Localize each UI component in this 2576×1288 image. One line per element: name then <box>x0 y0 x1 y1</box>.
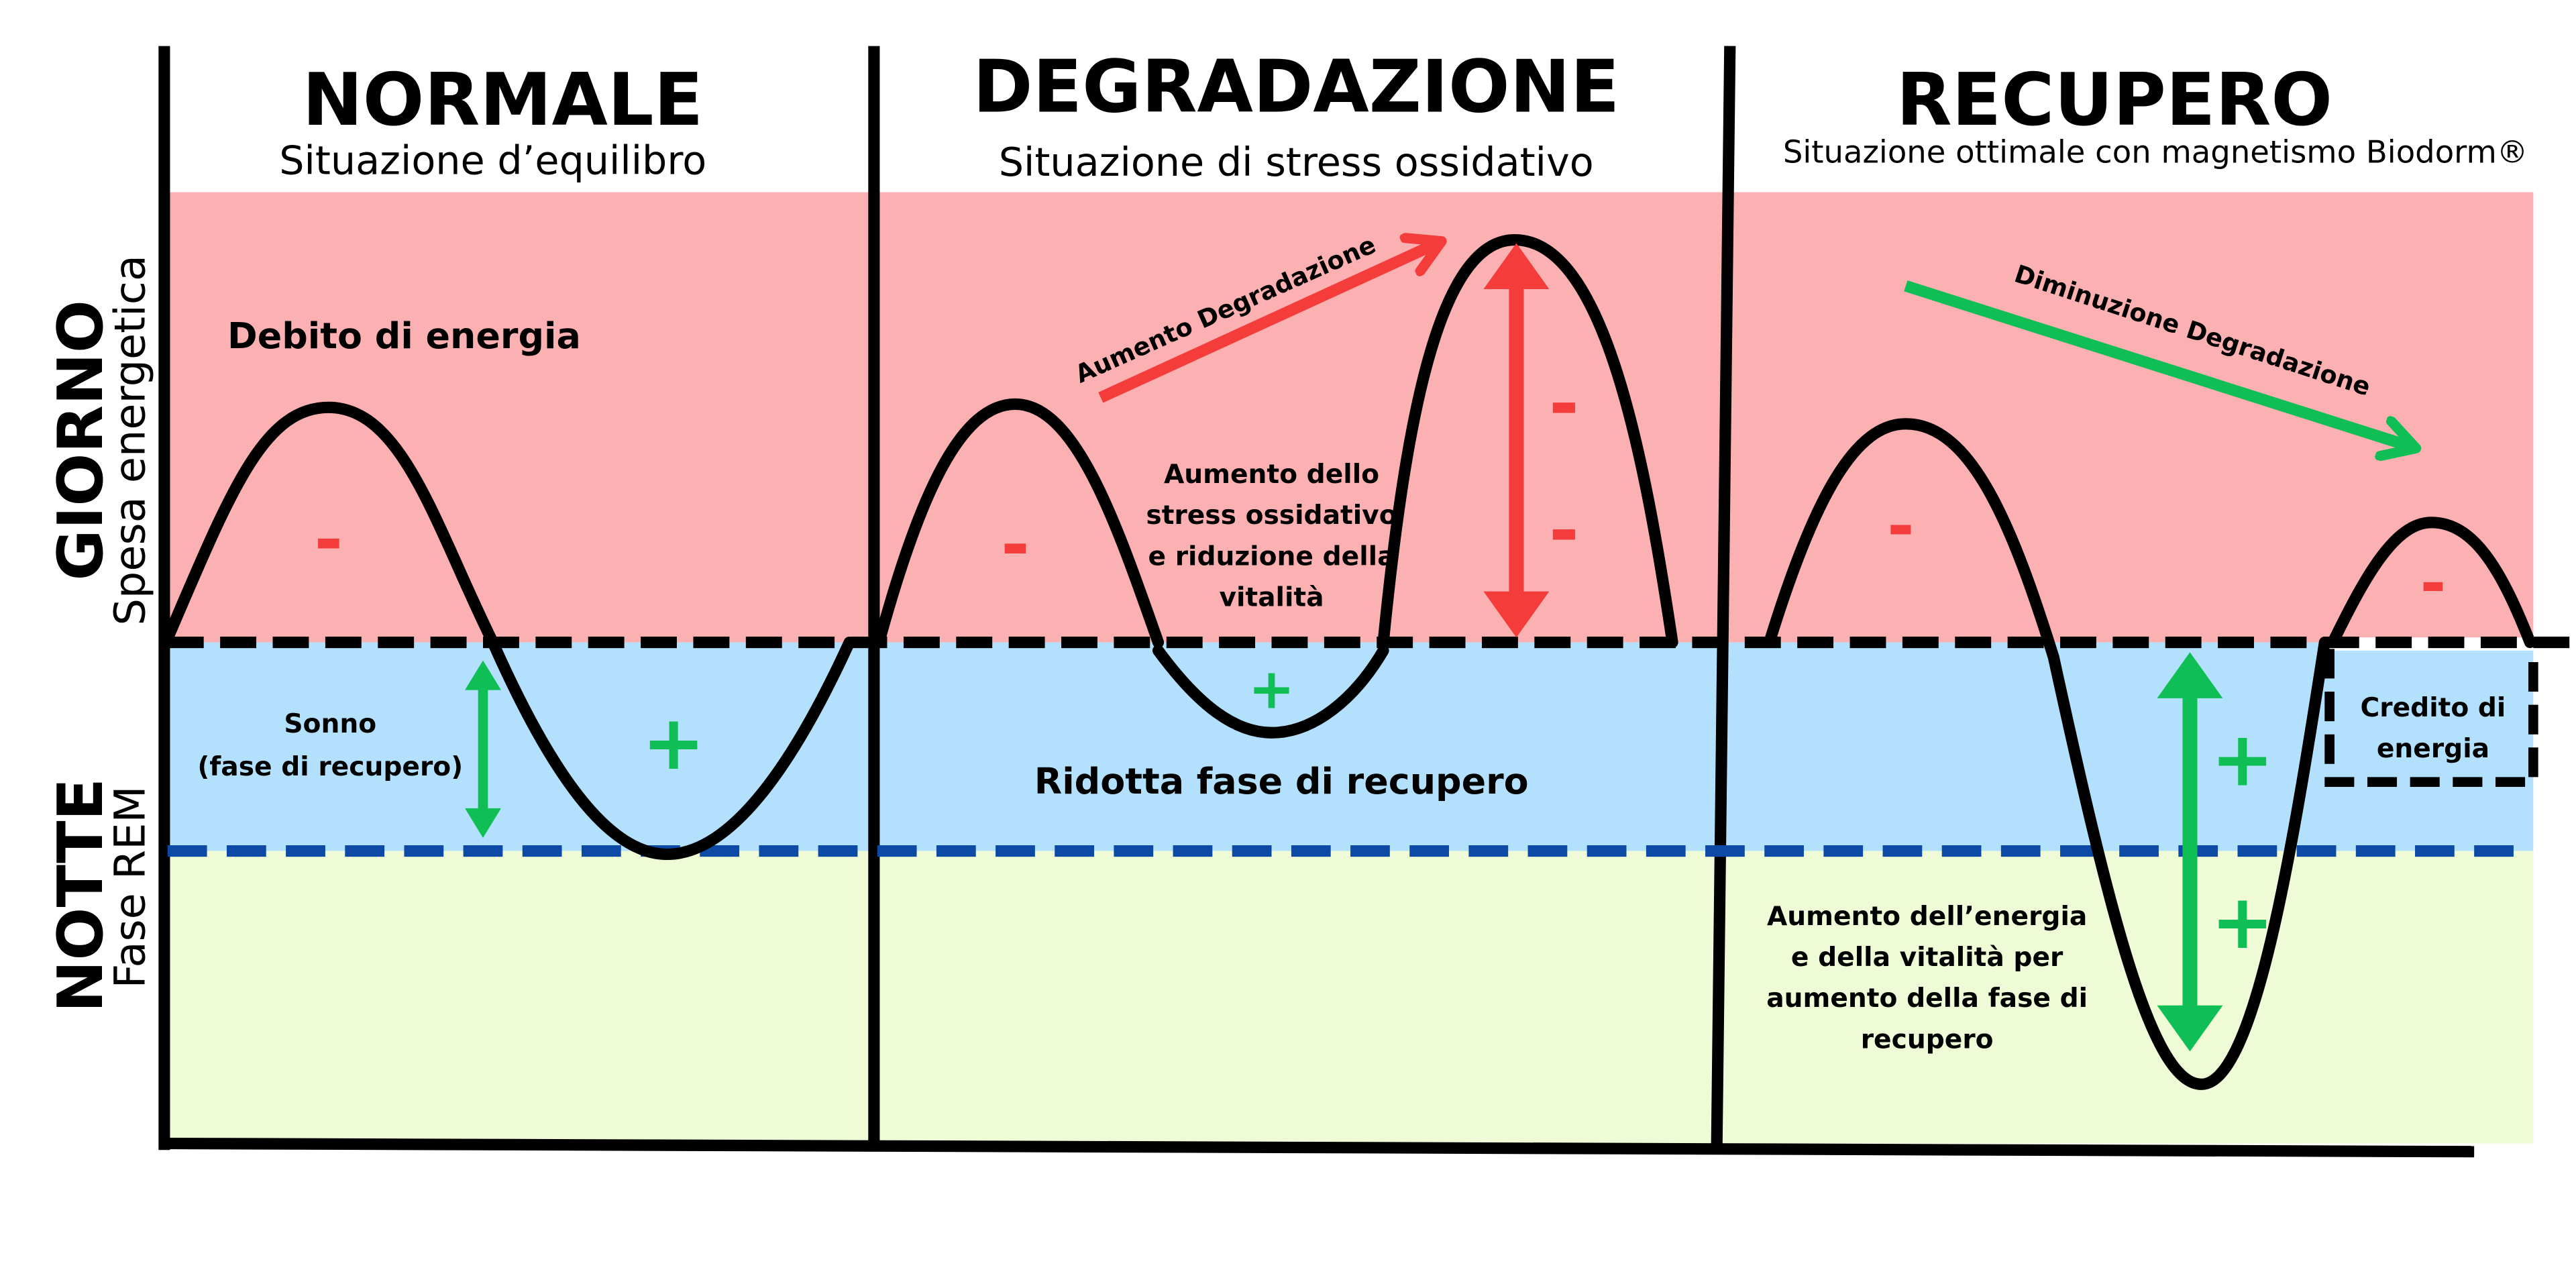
side-label-night-sub: Fase REM <box>106 786 156 989</box>
minus-sign: - <box>314 500 343 580</box>
wave-degradazione-1 <box>873 398 1165 649</box>
night-band <box>164 642 2534 851</box>
credit-text-line-1: Credito di <box>2361 693 2506 723</box>
panel-title-recupero: RECUPERO <box>1896 58 2332 142</box>
stress-text-line-3: e riduzione della <box>1148 541 1395 572</box>
wave-degradazione-dip <box>1152 645 1389 739</box>
arrow-diminuzione-degradazione <box>1904 280 2412 447</box>
wave-normale <box>160 401 855 861</box>
panel-subtitle-normale: Situazione d’equilibro <box>279 138 706 184</box>
panel-title-normale: NORMALE <box>303 58 704 142</box>
energy-text-line-4: recupero <box>1861 1024 1994 1055</box>
green-arrowhead-recovery-bottom <box>2157 1005 2223 1052</box>
arrow-aumento-degradazione <box>1098 243 1438 403</box>
minus-sign: - <box>1001 505 1030 585</box>
minus-sign: - <box>2420 547 2447 619</box>
plus-sign: + <box>2211 715 2274 804</box>
wave-degradazione-2 <box>1377 233 1678 649</box>
energy-text-line-2: e della vitalità per <box>1791 943 2063 973</box>
red-arrowhead-top <box>1483 243 1550 290</box>
debito-energia-label: Debito di energia <box>227 315 581 357</box>
credit-box <box>2324 649 2538 788</box>
sleep-label-line-1: Sonno <box>284 709 376 739</box>
energy-text-line-3: aumento della fase di <box>1766 983 2088 1014</box>
stress-text-line-4: vitalità <box>1219 583 1324 613</box>
green-arrowhead-sleep-bottom <box>465 808 501 838</box>
plus-sign: + <box>642 698 705 787</box>
sleep-label-line-2: (fase di recupero) <box>197 752 463 782</box>
minus-sign: - <box>1549 362 1579 446</box>
side-label-night: NOTTE <box>44 778 117 1013</box>
panel-subtitle-degradazione: Situazione di stress ossidativo <box>999 139 1594 185</box>
wave-recupero-1 <box>1763 418 2330 1090</box>
plus-sign: + <box>2211 877 2274 966</box>
panel-title-degradazione: DEGRADAZIONE <box>973 46 1619 129</box>
credit-text-line-2: energia <box>2377 734 2489 764</box>
minus-sign: - <box>1887 488 1915 565</box>
red-arrowhead-bottom <box>1483 591 1550 638</box>
ridotta-fase-label: Ridotta fase di recupero <box>1034 760 1529 802</box>
wave-recupero-2 <box>2326 517 2536 649</box>
green-arrowhead-sleep-top <box>465 660 501 690</box>
side-label-day-sub: Spesa energetica <box>106 255 156 625</box>
stress-text-line-1: Aumento dello <box>1164 460 1379 490</box>
rem-band <box>164 851 2534 1144</box>
day-band <box>164 192 2534 643</box>
bottom-axis <box>159 1137 2475 1158</box>
side-label-day: GIORNO <box>44 300 117 581</box>
plus-sign: + <box>1248 657 1295 722</box>
stress-text-line-2: stress ossidativo <box>1146 500 1397 531</box>
minus-sign: - <box>1549 489 1579 573</box>
divider-2 <box>1711 46 1736 1146</box>
energy-text-line-1: Aumento dell’energia <box>1767 902 2087 932</box>
green-arrowhead-recovery-top <box>2157 652 2223 698</box>
panel-subtitle-recupero: Situazione ottimale con magnetismo Biodo… <box>1783 133 2528 170</box>
